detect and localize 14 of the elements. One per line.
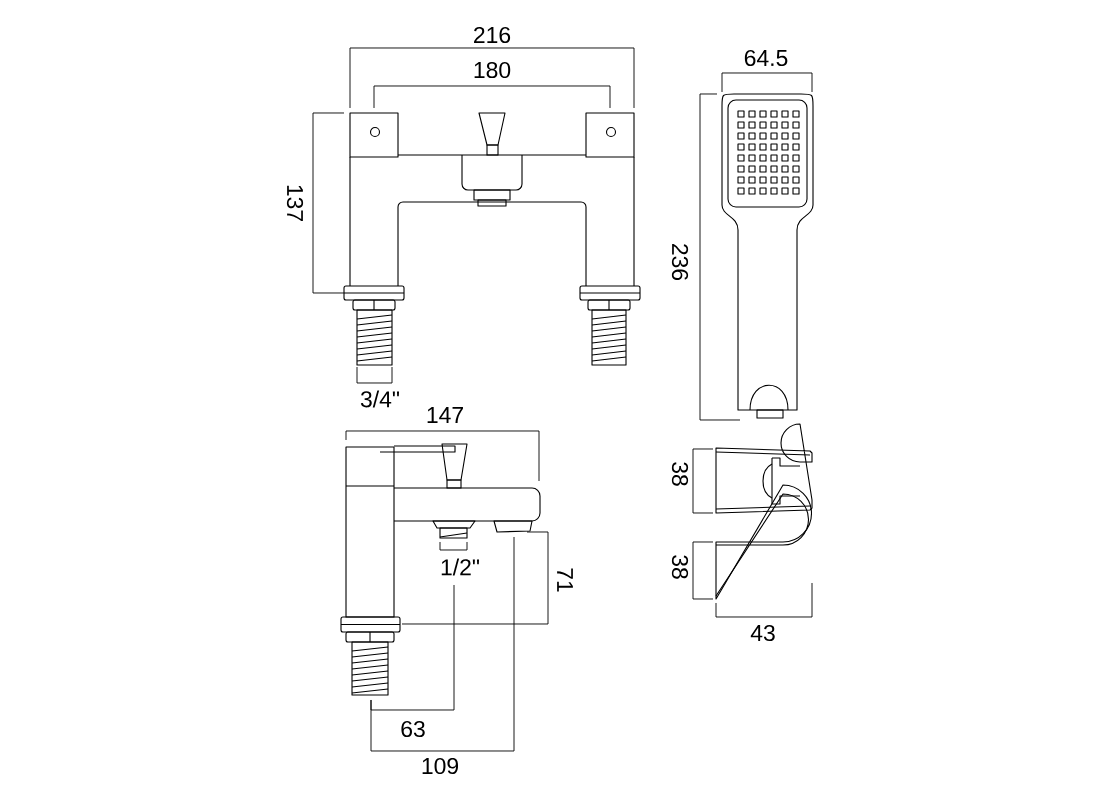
dimension-value: 236 <box>671 244 689 281</box>
dimension-value: 63 <box>401 720 425 738</box>
dimension-value: 64.5 <box>744 49 788 67</box>
dimension-value: 137 <box>286 185 304 221</box>
dimension-value: 38 <box>671 555 689 579</box>
dimension-value: 180 <box>474 61 511 79</box>
dimension-value: 147 <box>427 407 463 423</box>
dimension-value: 71 <box>557 568 573 592</box>
dimension-value: 1/2" <box>441 558 479 576</box>
dimension-value: 3/4" <box>360 390 399 408</box>
dimension-value: 109 <box>422 757 459 775</box>
dimension-value: 38 <box>671 462 689 486</box>
dimension-value: 43 <box>750 624 775 642</box>
dimension-value: 216 <box>474 26 511 44</box>
